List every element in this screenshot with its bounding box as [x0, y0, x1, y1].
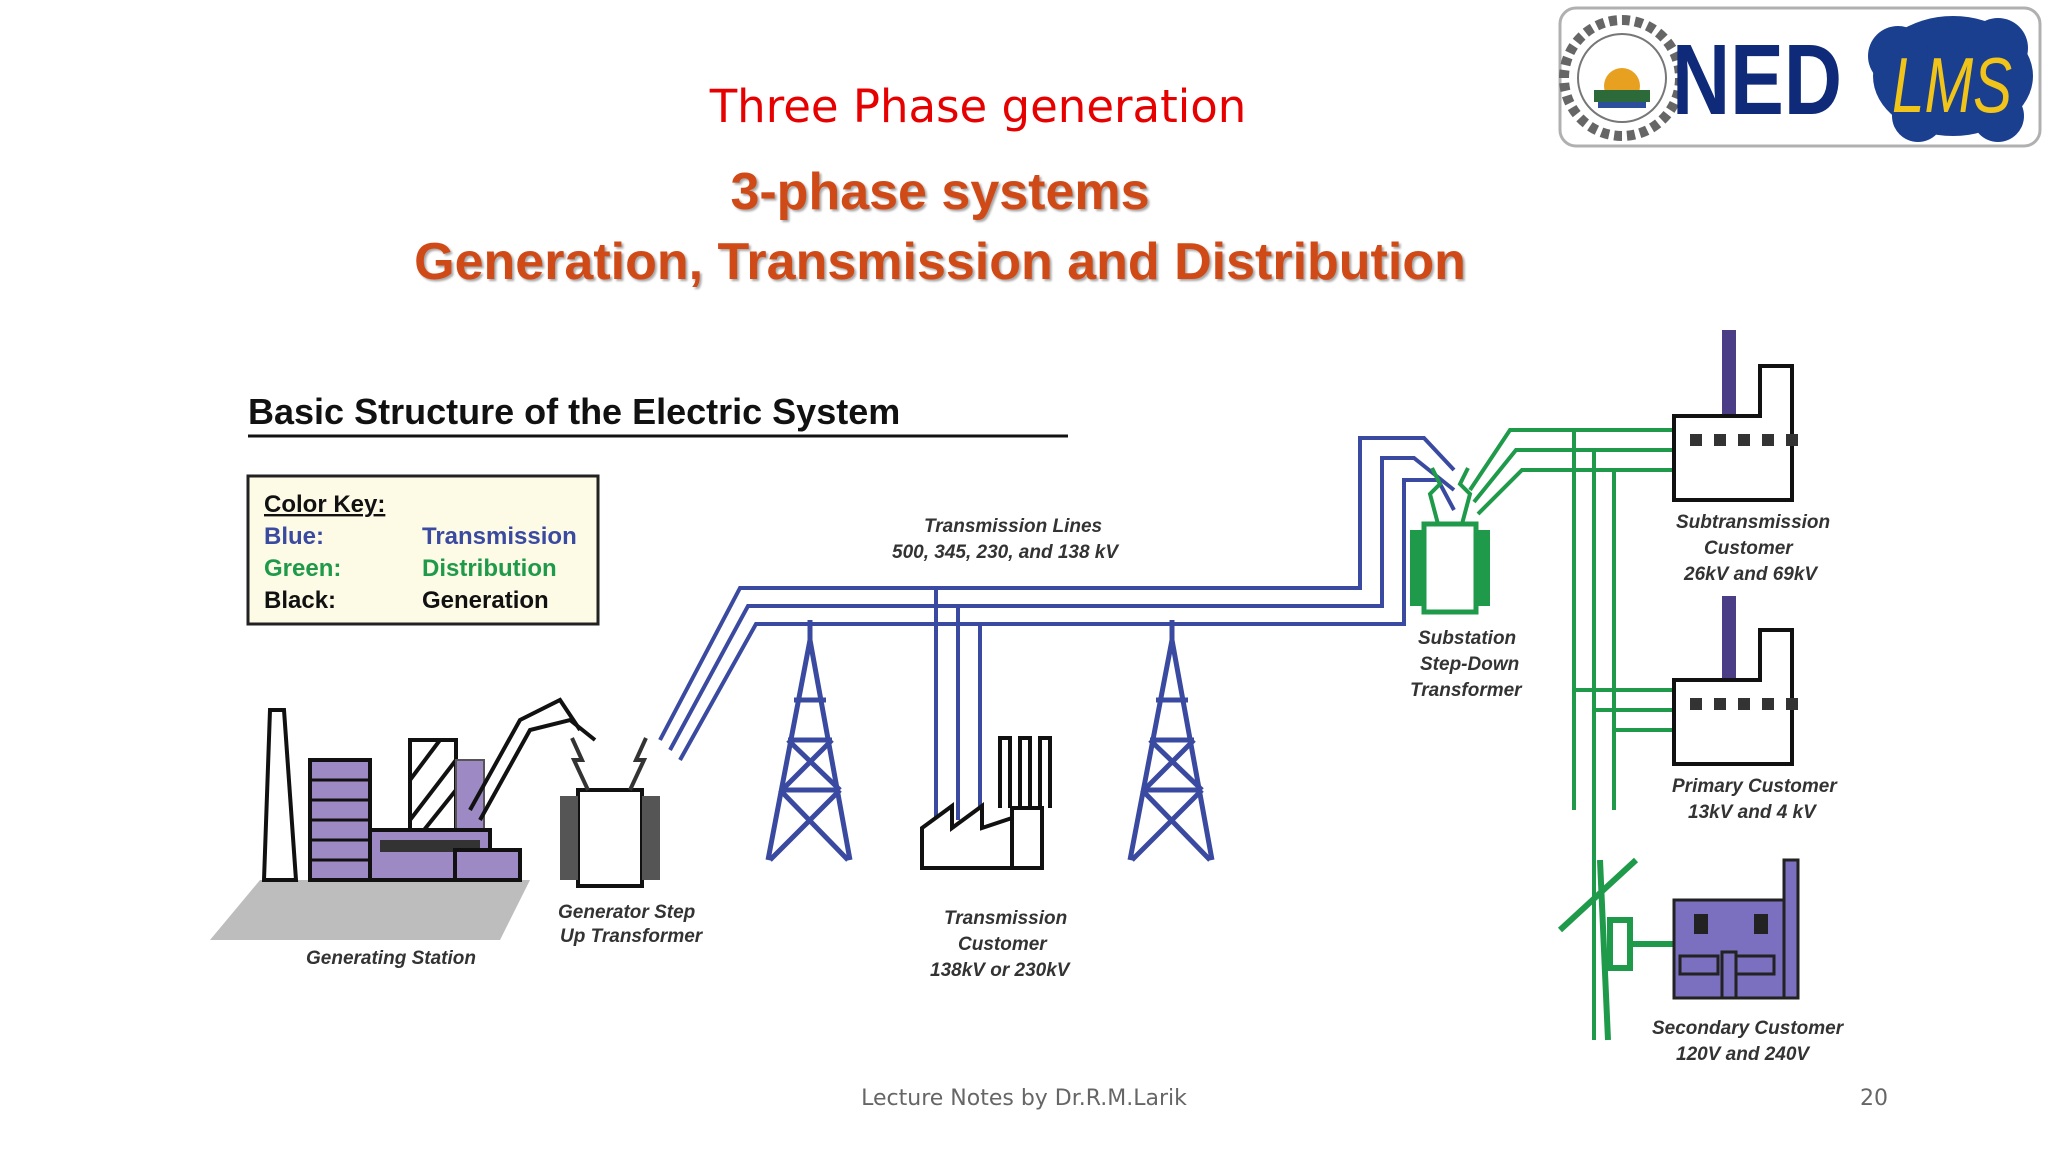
page-number: 20: [1860, 1086, 1888, 1111]
generating-station-icon: [210, 697, 597, 940]
label-substation-line2: Step-Down: [1420, 654, 1519, 675]
logo-lms-cloud: [1868, 16, 2033, 142]
transmission-customer-feeders: [934, 588, 982, 820]
color-key-black-meaning: Generation: [422, 587, 549, 614]
label-subtransmission-line3: 26kV and 69kV: [1683, 564, 1818, 585]
color-key-header: Color Key:: [264, 491, 385, 518]
primary-customer-factory-icon: [1672, 596, 1798, 766]
color-key-black-name: Black:: [264, 587, 336, 614]
transmission-customer-factory-icon: [920, 736, 1052, 870]
label-substation-line1: Substation: [1418, 628, 1516, 649]
label-subtransmission-line2: Customer: [1704, 538, 1794, 559]
color-key-green-name: Green:: [264, 555, 341, 582]
label-gen-transformer-line2: Up Transformer: [560, 926, 704, 947]
footer-lecture-notes: Lecture Notes by Dr.R.M.Larik: [861, 1086, 1187, 1111]
label-transmission-lines-line2: 500, 345, 230, and 138 kV: [892, 542, 1119, 563]
utility-pole-icon: [1557, 857, 1674, 1041]
label-transmission-customer-line3: 138kV or 230kV: [930, 960, 1071, 981]
color-key-blue-meaning: Transmission: [422, 523, 577, 550]
heading-generation-transmission-distribution: Generation, Transmission and Distributio…: [414, 233, 1466, 291]
label-transmission-customer-line1: Transmission: [944, 908, 1067, 929]
subtransmission-customer-factory-icon: [1672, 330, 1798, 502]
label-substation-line3: Transformer: [1410, 680, 1523, 701]
generator-step-up-transformer-icon: [560, 737, 660, 888]
logo-ned-text: NED: [1672, 24, 1842, 136]
color-key: Color Key: Blue: Transmission Green: Dis…: [246, 474, 600, 626]
transmission-lines: [658, 436, 1456, 761]
heading-3-phase-systems: 3-phase systems: [730, 163, 1150, 221]
secondary-customer-house-icon: [1672, 858, 1800, 1000]
label-transmission-lines-line1: Transmission Lines: [924, 516, 1102, 537]
label-secondary-customer-line1: Secondary Customer: [1652, 1018, 1845, 1039]
label-primary-customer-line2: 13kV and 4 kV: [1688, 802, 1817, 823]
transmission-tower-2-icon: [1127, 620, 1215, 862]
label-primary-customer-line1: Primary Customer: [1672, 776, 1838, 797]
slide-title: Three Phase generation: [709, 80, 1247, 133]
label-generating-station: Generating Station: [306, 948, 476, 969]
electric-system-diagram: Basic Structure of the Electric System C…: [210, 330, 1845, 1065]
substation-transformer-icon: [1410, 467, 1490, 615]
ned-seal-icon: [1559, 15, 1685, 141]
diagram-title: Basic Structure of the Electric System: [248, 391, 900, 432]
label-gen-transformer-line1: Generator Step: [558, 902, 695, 923]
label-transmission-customer-line2: Customer: [958, 934, 1048, 955]
color-key-green-meaning: Distribution: [422, 555, 557, 582]
color-key-blue-name: Blue:: [264, 523, 324, 550]
transmission-tower-1-icon: [765, 620, 853, 862]
label-secondary-customer-line2: 120V and 240V: [1676, 1044, 1810, 1065]
distribution-lines: [1468, 428, 1674, 1040]
logo-lms-text: LMS: [1892, 41, 2012, 129]
label-subtransmission-line1: Subtransmission: [1676, 512, 1830, 533]
ned-lms-logo: NED LMS: [1558, 6, 2042, 148]
